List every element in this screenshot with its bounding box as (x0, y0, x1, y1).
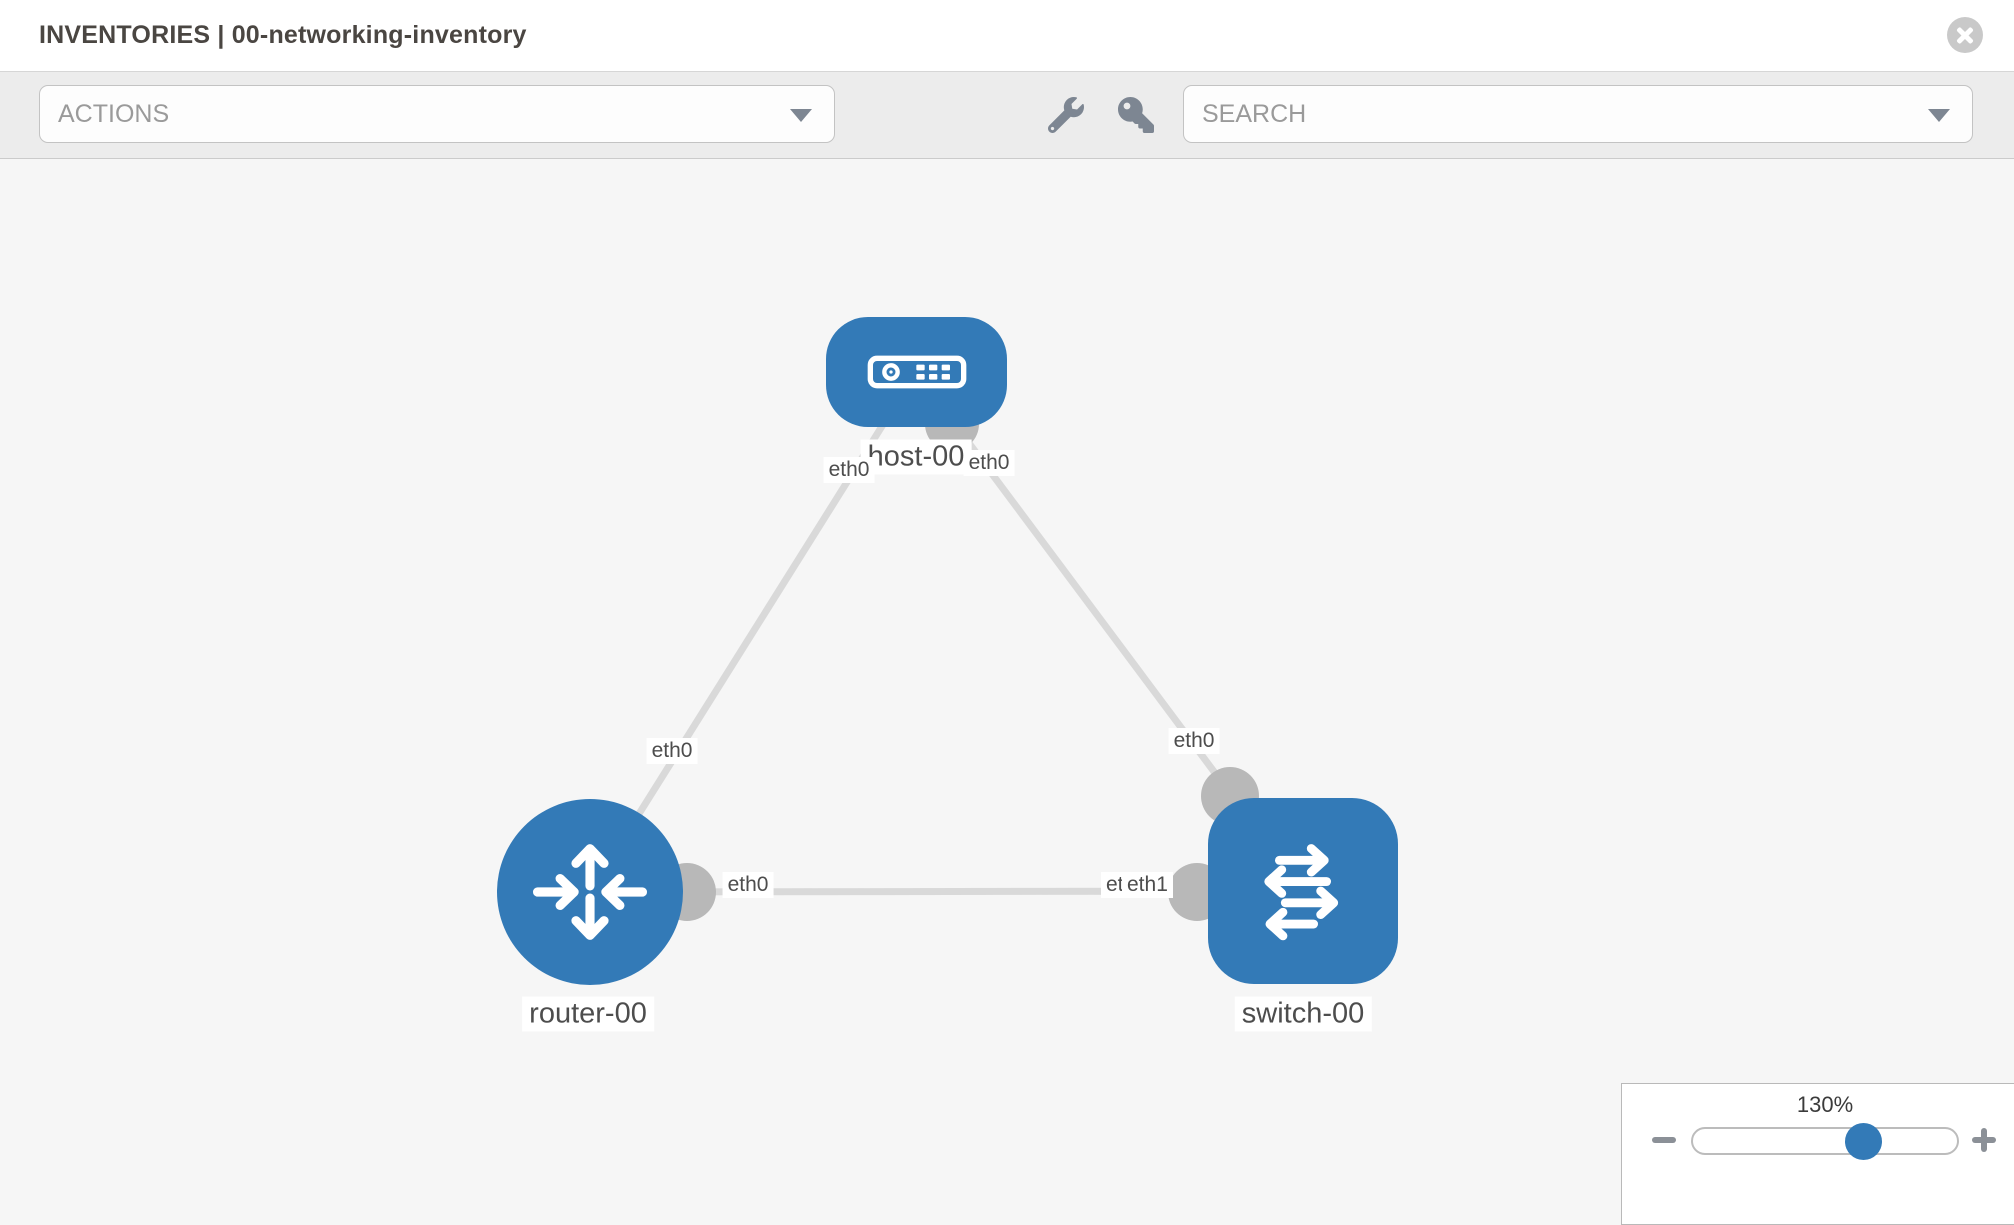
zoom-control-panel: 130% (1621, 1083, 2014, 1225)
page-title: INVENTORIES | 00-networking-inventory (39, 21, 527, 49)
iface-label-host-eth0-left: eth0 (823, 457, 875, 483)
interface-ports (658, 397, 1259, 921)
node-label-router-00: router-00 (522, 996, 654, 1032)
node-switch-00[interactable] (1208, 798, 1398, 984)
zoom-in-button[interactable] (1972, 1128, 1996, 1152)
actions-dropdown[interactable]: ACTIONS (39, 85, 835, 143)
adhoc-commands-button[interactable] (1038, 87, 1094, 143)
node-router-00[interactable] (497, 799, 683, 985)
plus-icon (1981, 1128, 1987, 1152)
actions-dropdown-label: ACTIONS (58, 99, 170, 128)
zoom-slider-thumb[interactable] (1845, 1123, 1882, 1160)
close-button[interactable] (1947, 17, 1983, 53)
wrench-icon (1048, 97, 1084, 133)
zoom-level-value: 130% (1796, 1092, 1854, 1117)
topology-canvas[interactable]: host-00 router-00 switch-00 eth0 eth0 et… (0, 159, 2014, 1200)
toolbar: ACTIONS SEARCH (0, 72, 2014, 159)
host-icon (867, 355, 966, 389)
key-icon (1118, 97, 1154, 133)
zoom-slider-track[interactable] (1691, 1127, 1959, 1155)
iface-label-switch-eth0: eth0 (1168, 728, 1220, 754)
page-header: INVENTORIES | 00-networking-inventory (0, 0, 2014, 72)
credentials-button[interactable] (1108, 87, 1164, 143)
chevron-down-icon (790, 109, 812, 122)
iface-label-router-eth0: eth0 (722, 872, 774, 898)
zoom-out-button[interactable] (1652, 1137, 1676, 1143)
search-dropdown-label: SEARCH (1202, 99, 1307, 128)
chevron-down-icon (1928, 109, 1950, 122)
iface-label-switch-eth1: eth1 (1122, 872, 1173, 898)
node-label-host-00: host-00 (860, 439, 972, 475)
router-icon (532, 844, 648, 940)
iface-label-router-eth0-uplink: eth0 (646, 738, 698, 764)
search-dropdown[interactable]: SEARCH (1183, 85, 1973, 143)
node-label-switch-00: switch-00 (1234, 996, 1372, 1032)
iface-label-host-eth0-right: eth0 (963, 450, 1015, 476)
node-host-00[interactable] (826, 317, 1007, 427)
switch-icon (1264, 844, 1339, 941)
topology-links (587, 369, 1306, 921)
